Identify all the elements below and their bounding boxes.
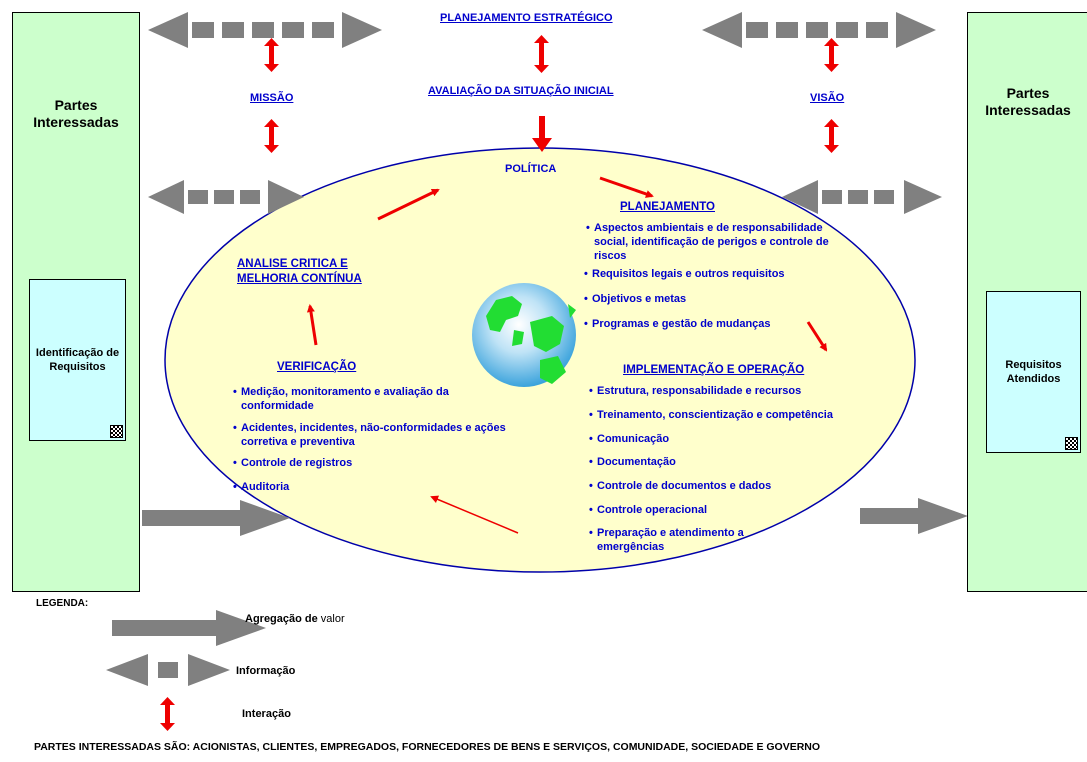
mission-heading: MISSÃO xyxy=(250,92,294,104)
stakeholders-footer: PARTES INTERESSADAS SÃO: ACIONISTAS, CLI… xyxy=(34,741,821,753)
implementation-item: •Controle de documentos e dados xyxy=(589,480,772,492)
implementation-item: •Comunicação xyxy=(589,433,670,445)
verification-item: •Controle de registros xyxy=(233,457,353,469)
initial-assessment-heading: AVALIAÇÃO DA SITUAÇÃO INICIAL xyxy=(428,85,614,97)
requirements-met-label: Requisitos Atendidos xyxy=(1005,359,1062,385)
implementation-heading: IMPLEMENTAÇÃO E OPERAÇÃO xyxy=(623,364,805,376)
globe-icon xyxy=(472,283,576,387)
policy-heading: POLÍTICA xyxy=(505,163,557,175)
planning-item: •Requisitos legais e outros requisitos xyxy=(584,268,785,280)
implementation-item: •Controle operacional xyxy=(589,504,708,516)
info-arrow-mid-left xyxy=(148,180,304,214)
verification-item: •Acidentes, incidentes, não-conformidade… xyxy=(233,422,506,448)
implementation-item: •Treinamento, conscientização e competên… xyxy=(589,409,833,421)
checker-icon xyxy=(1065,437,1078,450)
stakeholders-right-panel: Partes Interessadas Requisitos Atendidos xyxy=(967,12,1087,592)
stakeholders-left-panel: Partes Interessadas Identificação de Req… xyxy=(12,12,140,592)
implementation-item: •Documentação xyxy=(589,456,676,468)
cycle-arrows xyxy=(306,176,828,534)
value-arrow-right xyxy=(860,498,968,534)
implementation-item: •Preparação e atendimento a emergências xyxy=(589,527,744,553)
legend-title: LEGENDA: xyxy=(36,598,89,609)
vision-heading: VISÃO xyxy=(810,92,845,104)
requirements-met-box: Requisitos Atendidos xyxy=(986,291,1081,453)
stakeholders-right-title: Partes Interessadas xyxy=(985,85,1071,118)
verification-heading: VERIFICAÇÃO xyxy=(277,361,357,373)
checker-icon xyxy=(110,425,123,438)
requirements-identification-box: Identificação de Requisitos xyxy=(29,279,126,441)
review-improvement-heading: ANALISE CRITICA E MELHORIA CONTÍNUA xyxy=(237,258,362,285)
implementation-item: •Estrutura, responsabilidade e recursos xyxy=(589,385,802,397)
verification-item: •Auditoria xyxy=(233,481,290,493)
info-arrow-mid-right xyxy=(782,180,942,214)
legend-interaction-arrow xyxy=(160,697,175,731)
legend-interaction-label: Interação xyxy=(242,708,291,720)
requirements-identification-label: Identificação de Requisitos xyxy=(35,347,120,373)
verification-item: •Medição, monitoramento e avaliação da c… xyxy=(233,386,449,412)
info-arrow-top-right xyxy=(702,12,936,48)
stakeholders-left-title: Partes Interessadas xyxy=(33,97,119,130)
value-arrow-left xyxy=(142,500,290,536)
interaction-arrows xyxy=(264,35,839,153)
planning-heading: PLANEJAMENTO xyxy=(620,201,715,213)
planning-item: •Programas e gestão de mudanças xyxy=(584,318,771,330)
legend-value-label: Agregação de valor xyxy=(245,613,345,625)
planning-item: •Aspectos ambientais e de responsabilida… xyxy=(586,222,829,262)
strategic-planning-heading: PLANEJAMENTO ESTRATÉGICO xyxy=(440,12,613,24)
info-arrow-top-left xyxy=(148,12,382,48)
planning-item: •Objetivos e metas xyxy=(584,293,687,305)
legend-value-arrow xyxy=(112,610,266,646)
legend-info-arrow xyxy=(106,654,230,686)
legend-info-label: Informação xyxy=(236,665,296,677)
